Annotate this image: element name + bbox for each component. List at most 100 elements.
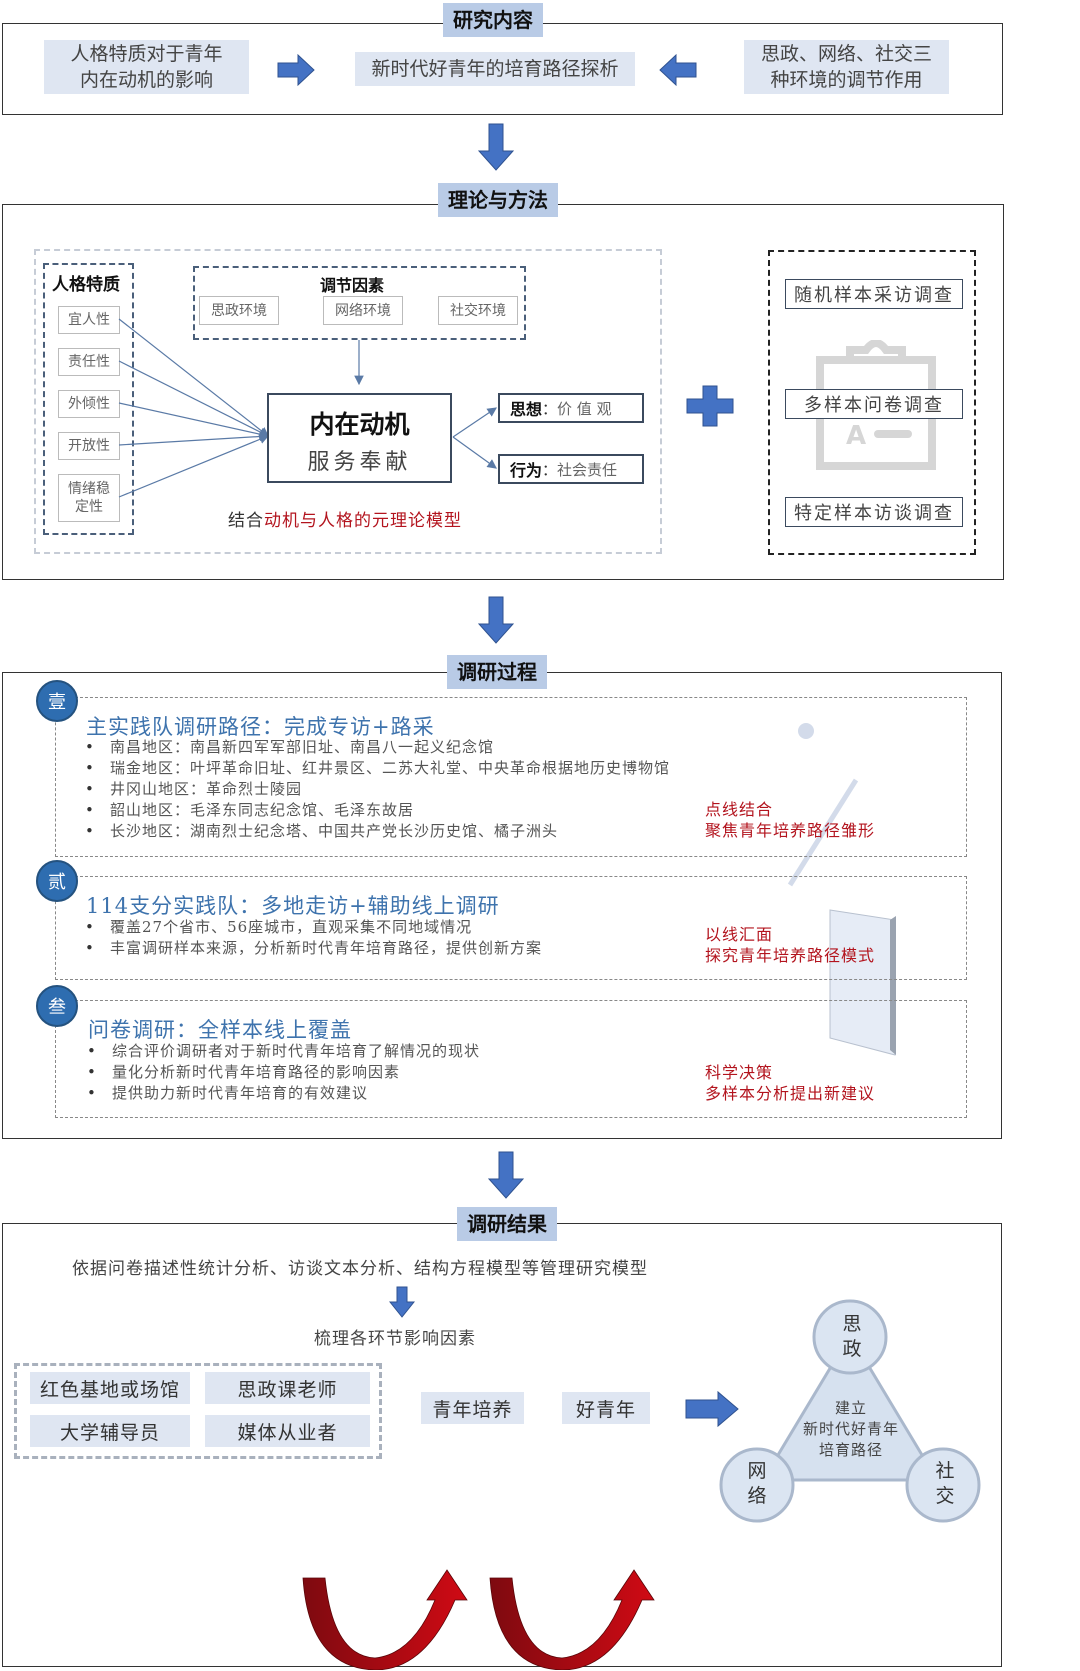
sort-factors-text: 梳理各环节影响因素 [314, 1329, 476, 1349]
path-decoration [787, 723, 896, 1056]
svg-text:A: A [846, 421, 866, 451]
outcome-thought-sep: ： [542, 399, 558, 418]
list-item: 韶山地区：毛泽东同志纪念馆、毛泽东故居 [85, 800, 670, 821]
list-item: 南昌地区：南昌新四军军部旧址、南昌八一起义纪念馆 [85, 737, 670, 758]
node-ideology-label: 思 政 [840, 1312, 864, 1362]
step-2-bullets: 覆盖27个省市、56座城市，直观采集不同地域情况 丰富调研样本来源，分析新时代青… [85, 917, 542, 959]
factor-ideology-teacher: 思政课老师 [205, 1372, 370, 1404]
plus-icon [686, 385, 734, 427]
step-2-badge: 贰 [36, 860, 78, 902]
core-title: 内在动机 [309, 410, 410, 439]
method-questionnaire: 多样本问卷调查 [785, 389, 963, 419]
factors-group [14, 1363, 382, 1459]
methods-group [768, 250, 976, 555]
triangle-center-line-2: 新时代好青年 [802, 1420, 899, 1438]
outcome-behavior-value: 社会责任 [557, 460, 618, 479]
core-subtitle: 服务奉献 [307, 450, 412, 475]
section-label-content: 研究内容 [443, 3, 543, 37]
arrow-down-icon [478, 123, 514, 171]
curved-arrow-1 [302, 1569, 468, 1670]
link-agreeableness [118, 318, 269, 437]
node-ideology-char-2: 政 [842, 1338, 862, 1360]
trait-emotional-stability-label: 情绪稳定性 [68, 481, 110, 515]
node-social [905, 1447, 981, 1523]
trait-agreeableness: 宜人性 [58, 306, 120, 334]
node-network [719, 1447, 795, 1523]
content-right-line-2: 种环境的调节作用 [770, 69, 923, 91]
link-conscientiousness [118, 360, 270, 437]
triangle-center-text: 建立 新时代好青年 培育路径 [790, 1398, 912, 1461]
outcome-behavior: 行为：社会责任 [498, 454, 644, 484]
step-3-note-line-2: 多样本分析提出新建议 [705, 1084, 876, 1103]
list-item: 覆盖27个省市、56座城市，直观采集不同地域情况 [85, 917, 542, 938]
moderator-ideological: 思政环境 [199, 296, 279, 325]
step-3-box [55, 1000, 967, 1118]
node-social-label: 社 交 [933, 1459, 957, 1509]
content-center-box: 新时代好青年的培育路径探析 [355, 52, 635, 86]
model-caption-prefix: 结合 [228, 511, 264, 531]
arrow-down-icon [478, 596, 514, 644]
list-item: 长沙地区：湖南烈士纪念塔、中国共产党长沙历史馆、橘子洲头 [85, 821, 670, 842]
link-emotional-stability [118, 434, 270, 498]
outcome-behavior-sep: ： [542, 460, 558, 479]
node-ideology [812, 1299, 888, 1375]
stage-youth-training: 青年培养 [421, 1392, 524, 1424]
core-motivation-box: 内在动机 服务奉献 [267, 393, 452, 483]
step-1-note-line-2: 聚焦青年培养路径雏形 [705, 821, 876, 840]
node-social-char-2: 交 [935, 1485, 955, 1507]
personality-title: 人格特质 [52, 275, 120, 295]
step-1-bullets: 南昌地区：南昌新四军军部旧址、南昌八一起义纪念馆 瑞金地区：叶坪革命旧址、红井景… [85, 737, 670, 842]
theory-model-frame [34, 249, 662, 554]
moderator-group [193, 266, 526, 340]
arrow-right-icon [685, 1390, 739, 1428]
method-specific-interview: 特定样本访谈调查 [785, 497, 963, 527]
factor-counselor: 大学辅导员 [30, 1415, 190, 1447]
curved-arrow-2 [489, 1569, 655, 1670]
list-item: 瑞金地区：叶坪革命旧址、红井景区、二苏大礼堂、中央革命根据地历史博物馆 [85, 758, 670, 779]
step-2-note: 以线汇面 探究青年培养路径模式 [705, 924, 875, 966]
curved-arrows [302, 1569, 655, 1670]
list-item: 井冈山地区：革命烈士陵园 [85, 779, 670, 800]
step-2-title: 114支分实践队：多地走访+辅助线上调研 [86, 894, 500, 918]
content-right-line-1: 思政、网络、社交三 [760, 43, 932, 65]
model-caption: 结合动机与人格的元理论模型 [228, 506, 462, 531]
step-3-note-line-1: 科学决策 [705, 1063, 774, 1082]
content-left-line-1: 人格特质对于青年 [70, 43, 223, 65]
list-item: 提供助力新时代青年培育的有效建议 [87, 1083, 480, 1104]
section-label-process: 调研过程 [447, 655, 547, 689]
outcome-behavior-label: 行为 [510, 461, 543, 480]
trait-openness: 开放性 [58, 432, 120, 460]
step-3-note: 科学决策 多样本分析提出新建议 [705, 1062, 875, 1104]
factor-red-base: 红色基地或场馆 [30, 1372, 190, 1404]
triangle-center-line-1: 建立 [834, 1399, 867, 1417]
step-3-title: 问卷调研：全样本线上覆盖 [88, 1018, 352, 1042]
step-1-note-line-1: 点线结合 [705, 800, 774, 819]
step-1-badge: 壹 [36, 680, 78, 722]
section-label-theory: 理论与方法 [438, 183, 558, 217]
path-triangle [719, 1299, 981, 1523]
node-network-char-2: 络 [747, 1485, 767, 1507]
section-label-results: 调研结果 [457, 1207, 557, 1241]
node-ideology-char-1: 思 [842, 1313, 862, 1335]
method-random-interview: 随机样本采访调查 [785, 279, 963, 309]
list-item: 丰富调研样本来源，分析新时代青年培育路径，提供创新方案 [85, 938, 542, 959]
moderator-network: 网络环境 [323, 296, 403, 325]
content-right-box: 思政、网络、社交三 种环境的调节作用 [744, 40, 949, 94]
node-network-label: 网 络 [745, 1459, 769, 1509]
step-3-badge: 叁 [36, 985, 78, 1027]
factor-media: 媒体从业者 [205, 1415, 370, 1447]
model-connectors [118, 318, 497, 498]
results-basis: 依据问卷描述性统计分析、访谈文本分析、结构方程模型等管理研究模型 [72, 1259, 648, 1279]
node-network-char-1: 网 [747, 1460, 767, 1482]
trait-conscientiousness: 责任性 [58, 348, 120, 376]
step-1-note: 点线结合 聚焦青年培养路径雏形 [705, 799, 875, 841]
arrow-down-small-icon [389, 1286, 415, 1318]
node-social-char-1: 社 [935, 1460, 955, 1482]
step-2-box [55, 876, 967, 980]
link-extraversion [118, 402, 270, 439]
model-caption-highlight: 动机与人格的元理论模型 [264, 511, 462, 531]
link-behavior [452, 436, 497, 469]
link-thought [452, 407, 497, 438]
arrow-left-icon [659, 53, 697, 87]
step-2-note-line-2: 探究青年培养路径模式 [705, 946, 876, 965]
